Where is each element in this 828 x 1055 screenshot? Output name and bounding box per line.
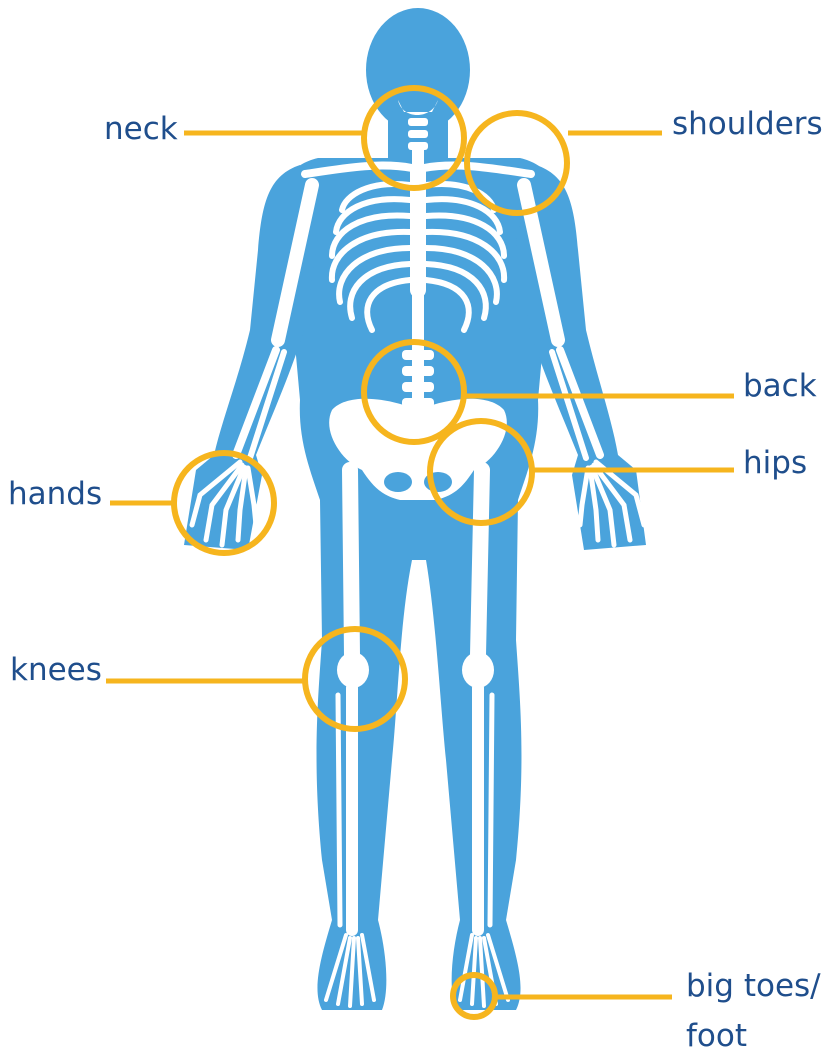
label-hips: hips (743, 445, 807, 481)
label-hands: hands (8, 476, 102, 512)
cervical-vertebra (408, 118, 428, 126)
label-big-toes-line1: big toes/ (686, 968, 821, 1004)
femur-right (478, 470, 482, 655)
label-back: back (743, 368, 817, 404)
cervical-vertebra (408, 130, 428, 138)
cervical-vertebra (408, 142, 428, 150)
label-big-toes-line2: foot (686, 1018, 747, 1054)
label-neck: neck (104, 111, 178, 147)
label-shoulders: shoulders (672, 106, 823, 142)
label-knees: knees (10, 652, 102, 688)
fibula-right (490, 695, 492, 925)
obturator-left (384, 472, 412, 492)
